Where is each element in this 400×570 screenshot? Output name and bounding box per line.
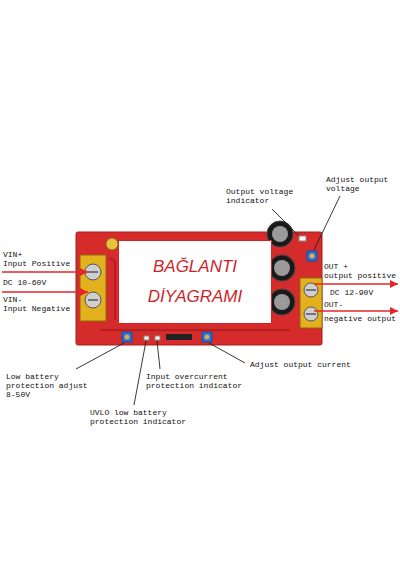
callout-label: VIN- — [3, 295, 22, 304]
callout-label: Adjust output voltage — [326, 175, 392, 193]
output-terminal-block — [300, 278, 322, 328]
output-led — [299, 236, 306, 241]
callout-label: DC 10-60V — [3, 278, 46, 287]
leader-line — [314, 196, 340, 250]
callout-label: OUT- — [324, 300, 343, 309]
input-terminal-block — [80, 255, 106, 321]
input-arrow — [2, 271, 88, 272]
callout-label: OUT + — [324, 262, 348, 271]
current-potentiometer — [202, 332, 212, 342]
callout-label: Output voltage indicator — [226, 187, 299, 205]
title-text: BAĞLANTI DİYAGRAMI — [119, 252, 271, 312]
pcb-board — [76, 232, 322, 345]
output-arrow — [314, 283, 398, 284]
indicator-led — [155, 336, 160, 340]
callout-label: UVLO low battery protection indicator — [90, 408, 188, 426]
callout-label: Input Positive — [3, 259, 70, 268]
leader-line — [76, 343, 124, 369]
small-capacitor — [106, 238, 118, 250]
callout-label: Input Negative — [3, 304, 70, 313]
leader-lines — [76, 196, 340, 405]
pot-screw — [125, 335, 130, 340]
leader-line — [157, 341, 160, 369]
capacitor-top — [274, 260, 290, 276]
callout-label: Low battery protection adjust 8-50V — [6, 372, 91, 399]
callout-label: Adjust output current — [250, 360, 351, 369]
callout-label: VIN+ — [3, 250, 22, 259]
screw-slot — [88, 272, 98, 300]
leader-line — [134, 341, 146, 405]
callout-label: negative output — [324, 314, 396, 323]
voltage-potentiometer — [307, 251, 317, 261]
battery-potentiometer — [122, 332, 132, 342]
output-arrow — [314, 310, 398, 311]
capacitor-top — [274, 294, 290, 310]
input-arrow — [2, 291, 88, 292]
pot-screw — [310, 254, 315, 259]
capacitor — [269, 255, 295, 281]
leader-line — [209, 343, 245, 363]
capacitor — [269, 289, 295, 315]
callout-label: DC 12-90V — [330, 288, 373, 297]
pot-screw — [205, 335, 210, 340]
pin-header — [166, 334, 192, 340]
indicator-led — [144, 336, 149, 340]
callout-label: Input overcurrent protection indicator — [146, 372, 244, 390]
callout-label: output positive — [324, 271, 396, 280]
title-box: BAĞLANTI DİYAGRAMI — [118, 240, 272, 324]
capacitor-top — [272, 226, 288, 242]
leader-line — [272, 209, 299, 236]
